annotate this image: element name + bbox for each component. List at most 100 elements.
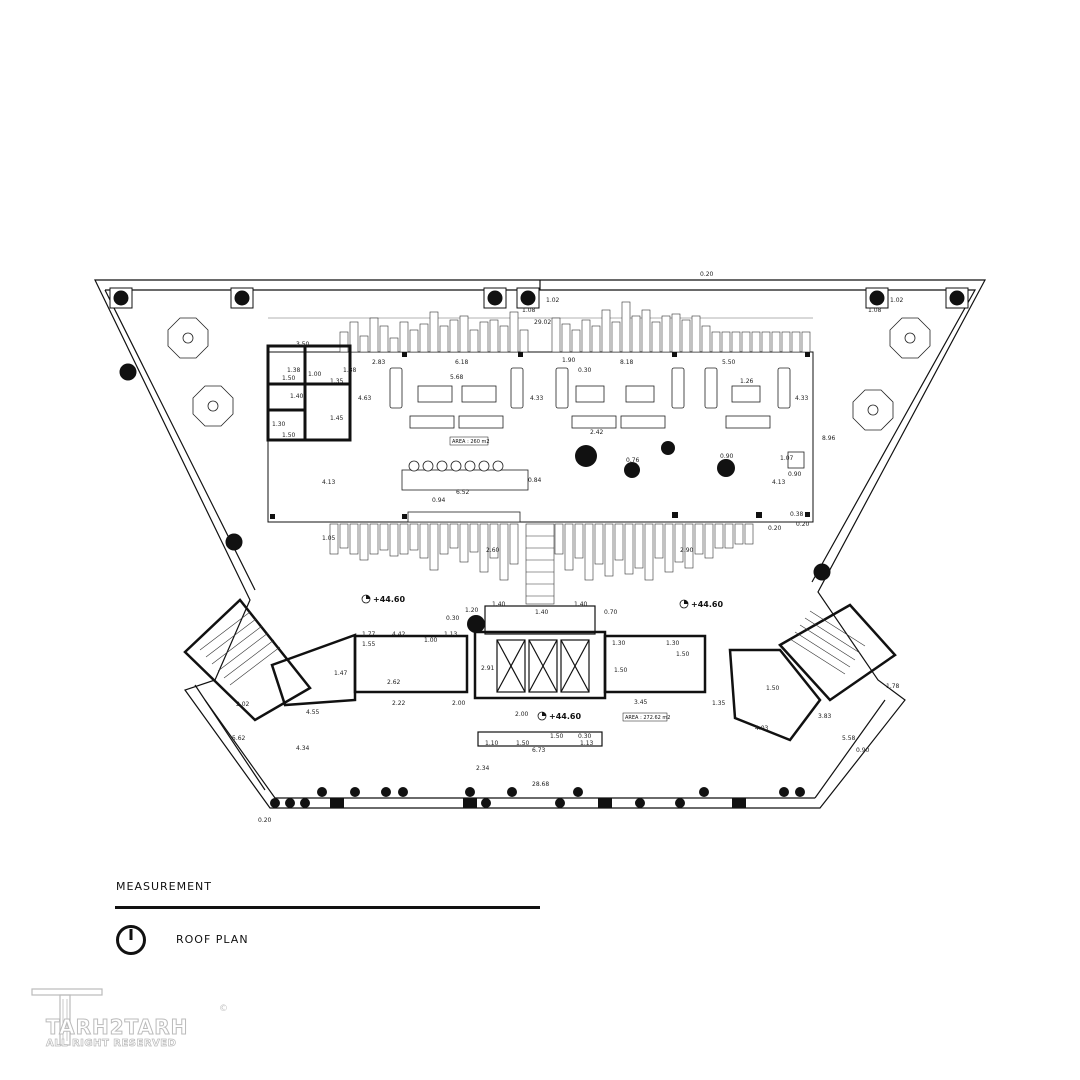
dim-label: 0.20 [700,271,714,278]
dim-label: 1.50 [550,733,564,740]
dim-label: 1.08 [522,307,536,314]
dim-label: 5.68 [450,374,464,381]
dim-label: 0.70 [604,609,618,616]
dim-label: 4.55 [306,709,320,716]
dim-label: 0.30 [446,615,460,622]
dim-label: 1.40 [535,609,549,616]
dim-label: 1.40 [574,601,588,608]
upper-hall [266,301,814,633]
dim-label: 4.33 [530,395,544,402]
dim-label: 0.30 [578,733,592,740]
level-markers: +44.60 +44.60 +44.60 [361,594,723,721]
dim-label: 4.03 [755,725,769,732]
dim-label: 1.77 [362,631,376,638]
dimension-labels: 0.20 29.02 3.50 2.83 6.18 1.90 8.18 5.50… [232,271,904,824]
dim-label: 1.00 [308,371,322,378]
stairs [199,610,866,686]
roof-outline [94,279,987,809]
dim-label: 2.00 [452,700,466,707]
dim-label: 1.26 [740,378,754,385]
dim-label: 1.05 [322,535,336,542]
dim-label: 0.84 [528,477,542,484]
dim-label: 1.90 [562,357,576,364]
dim-label: 0.94 [432,497,446,504]
dim-label: 0.76 [626,457,640,464]
dim-label: 0.20 [258,817,272,824]
planters [109,287,969,581]
dim-label: 1.50 [676,651,690,658]
dim-label: 6.52 [456,489,470,496]
dim-label: 6.73 [532,747,546,754]
dim-label: 4.42 [392,631,406,638]
dim-label: 1.02 [890,297,904,304]
dim-label: 1.38 [343,367,357,374]
level-label-right: +44.60 [691,600,723,609]
wc-block [266,344,352,442]
dim-label: 4.13 [322,479,336,486]
elevators [477,605,603,747]
dim-label: 1.50 [516,740,530,747]
dim-label: 2.83 [372,359,386,366]
dim-label: 2.91 [481,665,495,672]
dim-label: 1.02 [546,297,560,304]
perimeter-planters [270,787,805,808]
dim-label: 3.50 [296,341,310,348]
dim-label: 1.10 [485,740,499,747]
dim-label: 2.60 [486,547,500,554]
dim-label: 8.18 [620,359,634,366]
measurement-heading: MEASUREMENT [116,880,212,893]
dim-label: 8.96 [822,435,836,442]
dim-label: 0.20 [768,525,782,532]
north-arrow-icon [116,925,146,955]
dim-label: 1.40 [290,393,304,400]
dim-label: 1.78 [886,683,900,690]
dim-label: 29.02 [534,319,551,326]
dim-label: 2.42 [590,429,604,436]
dim-label: 3.83 [818,713,832,720]
dim-label: 0.38 [790,511,804,518]
outdoor-tables [167,317,931,431]
dim-label: 1.30 [666,640,680,647]
bridge-steps [525,523,555,605]
dim-label: 1.20 [465,607,479,614]
dim-label: 2.00 [515,711,529,718]
dim-label: 1.47 [334,670,348,677]
facade-fins-bottom [329,523,754,581]
dim-label: 5.58 [842,735,856,742]
dim-label: 4.63 [358,395,372,402]
dim-label: 4.34 [296,745,310,752]
area-labels: AREA : 260 m2 AREA : 272.62 m2 [449,436,670,722]
dim-label: 0.90 [788,471,802,478]
dim-label: 1.00 [424,637,438,644]
facade-fins-top [339,301,811,353]
dim-label: 1.30 [272,421,286,428]
dim-label: 0.20 [796,521,810,528]
dim-label: 2.02 [236,701,250,708]
dim-label: 1.55 [362,641,376,648]
level-label-center: +44.60 [549,712,581,721]
dim-label: 0.30 [578,367,592,374]
dim-label: 1.50 [282,432,296,439]
hall-trees [467,441,735,633]
dim-label: 1.35 [712,700,726,707]
dim-label: 1.38 [287,367,301,374]
dim-label: 4.13 [772,479,786,486]
dim-label: 2.22 [392,700,406,707]
bar-stools [408,460,504,472]
dim-label: 28.68 [532,781,549,788]
dim-label: 1.13 [580,740,594,747]
dim-label: 1.50 [766,685,780,692]
dim-label: 1.35 [330,378,344,385]
level-label-left: +44.60 [373,595,405,604]
dim-label: 1.30 [612,640,626,647]
dim-label: 0.90 [720,453,734,460]
dim-label: 1.40 [492,601,506,608]
tarh2tarh-logo [31,988,103,1046]
dim-label: 5.50 [722,359,736,366]
dim-label: 6.18 [455,359,469,366]
area-label-lower: AREA : 272.62 m2 [625,715,670,721]
dim-label: 1.45 [330,415,344,422]
dim-label: 2.34 [476,765,490,772]
dim-label: 2.62 [387,679,401,686]
